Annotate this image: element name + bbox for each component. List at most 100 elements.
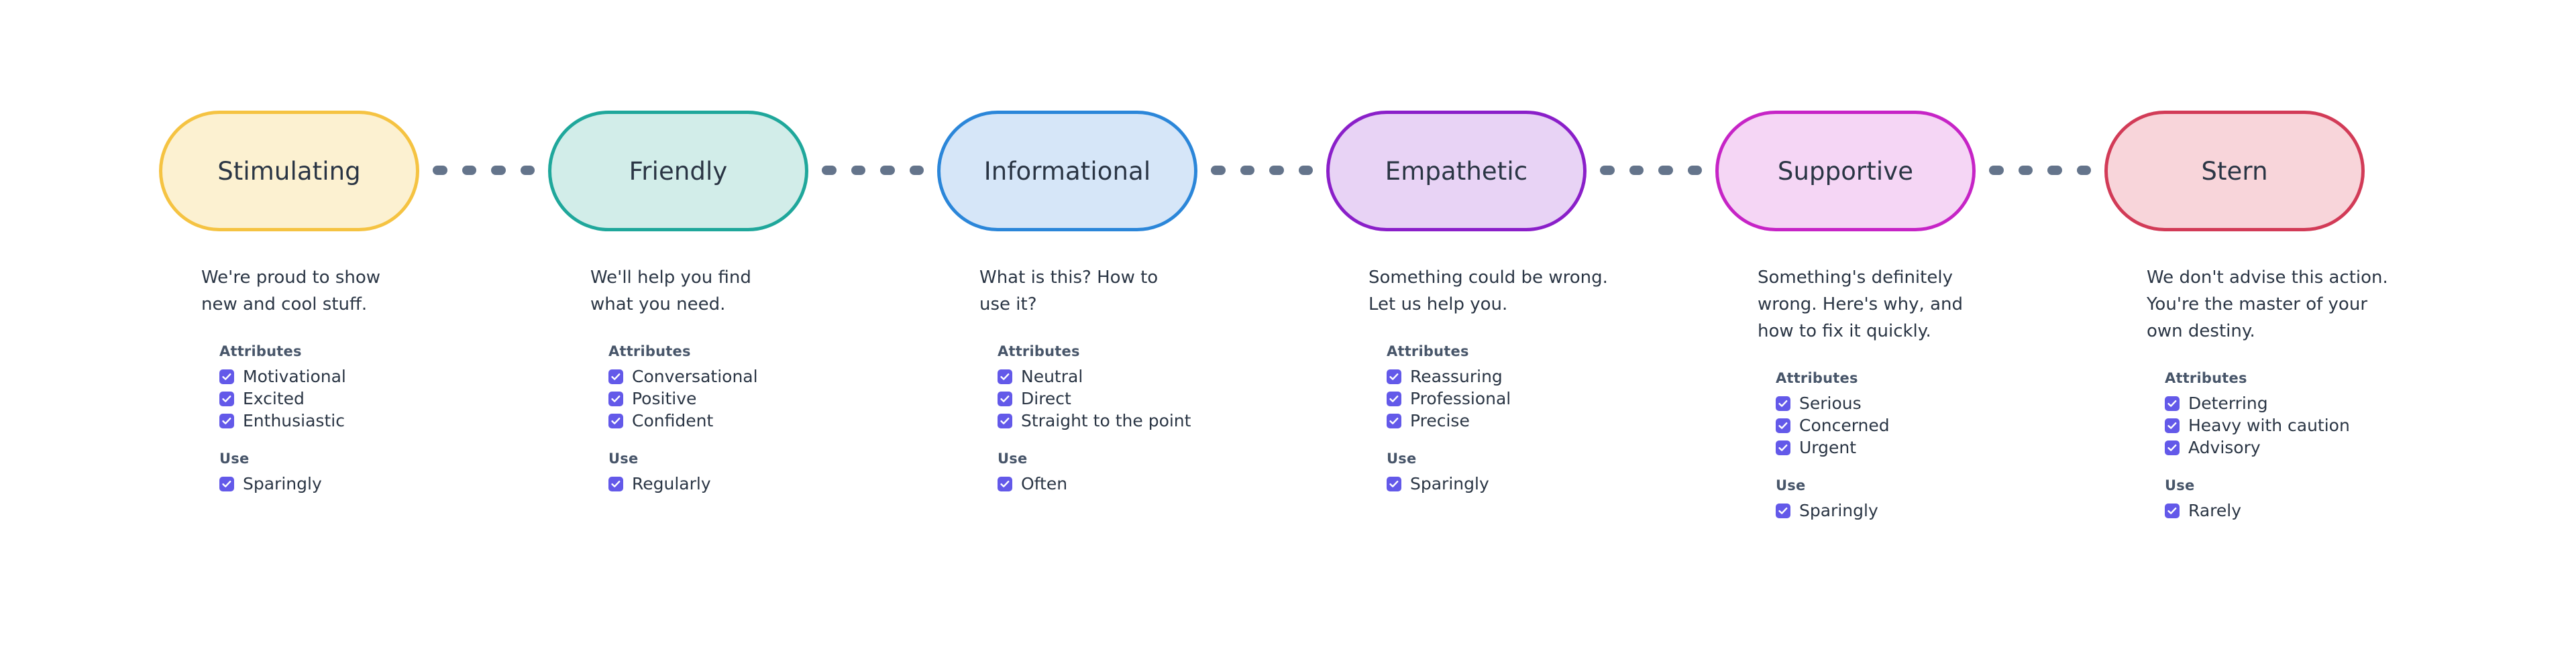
checkbox-row[interactable]: Professional [1387, 388, 1668, 410]
checkmark-icon[interactable] [608, 413, 623, 428]
check-glyph [2167, 422, 2177, 429]
tone-description: Something could be wrong. Let us help yo… [1368, 268, 1608, 314]
checkmark-icon[interactable] [1776, 440, 1790, 455]
checkmark-icon[interactable] [2165, 418, 2180, 433]
checkmark-icon[interactable] [1387, 413, 1401, 428]
checkbox-label: Regularly [632, 474, 711, 493]
connector-dash [520, 166, 535, 175]
checkmark-icon[interactable] [2165, 440, 2180, 455]
checkmark-icon[interactable] [2165, 396, 2180, 411]
checkbox-label: Often [1021, 474, 1068, 493]
checkbox-row[interactable]: Reassuring [1387, 365, 1668, 388]
checkmark-icon[interactable] [608, 391, 623, 406]
checkmark-icon[interactable] [998, 476, 1012, 491]
connector-dash [433, 166, 447, 175]
checkmark-icon[interactable] [1776, 418, 1790, 433]
tone-description: What is this? How to use it? [979, 268, 1159, 314]
checkbox-row[interactable]: Sparingly [1387, 473, 1668, 495]
checkmark-icon[interactable] [1387, 369, 1401, 384]
checkmark-icon[interactable] [219, 476, 234, 491]
checkmark-icon[interactable] [998, 413, 1012, 428]
checkmark-icon[interactable] [219, 391, 234, 406]
connector-dash [1687, 166, 1702, 175]
checkbox-label: Positive [632, 389, 697, 408]
check-glyph [2167, 507, 2177, 514]
connector-dash [491, 166, 506, 175]
checkbox-row[interactable]: Positive [608, 388, 890, 410]
use-heading: Use [219, 451, 250, 467]
checkbox-row[interactable]: Often [998, 473, 1279, 495]
checkbox-row[interactable]: Sparingly [1776, 499, 2057, 522]
tone-pill[interactable]: Informational [937, 111, 1197, 231]
checkmark-icon[interactable] [1776, 396, 1790, 411]
connector-dash [2076, 166, 2091, 175]
checkbox-row[interactable]: Excited [219, 388, 501, 410]
checkbox-row[interactable]: Confident [608, 410, 890, 432]
attributes-heading: Attributes [219, 343, 302, 359]
checkbox-label: Conversational [632, 367, 758, 386]
checkbox-row[interactable]: Heavy with caution [2165, 414, 2447, 436]
checkbox-label: Neutral [1021, 367, 1083, 386]
check-glyph [1389, 395, 1399, 402]
checkbox-row[interactable]: Regularly [608, 473, 890, 495]
checkmark-icon[interactable] [1776, 503, 1790, 518]
use-heading: Use [2165, 477, 2195, 493]
checkbox-row[interactable]: Urgent [1776, 436, 2057, 459]
connector-dash [1211, 166, 1226, 175]
checkbox-row[interactable]: Sparingly [219, 473, 501, 495]
checkmark-icon[interactable] [219, 369, 234, 384]
checkmark-icon[interactable] [608, 476, 623, 491]
checkbox-row[interactable]: Neutral [998, 365, 1279, 388]
connector-dash [822, 166, 837, 175]
checkbox-label: Confident [632, 411, 714, 430]
checkmark-icon[interactable] [998, 391, 1012, 406]
checkbox-label: Advisory [2188, 438, 2261, 457]
checkmark-icon[interactable] [998, 369, 1012, 384]
checkbox-row[interactable]: Precise [1387, 410, 1668, 432]
checkmark-icon[interactable] [1387, 391, 1401, 406]
attributes-heading: Attributes [608, 343, 691, 359]
connector-dash [1629, 166, 1644, 175]
tone-pill[interactable]: Stern [2104, 111, 2365, 231]
connector-dash [2047, 166, 2062, 175]
checkmark-icon[interactable] [1387, 476, 1401, 491]
checkbox-row[interactable]: Rarely [2165, 499, 2447, 522]
checkbox-row[interactable]: Direct [998, 388, 1279, 410]
check-glyph [611, 395, 621, 402]
tone-description: We're proud to show new and cool stuff. [201, 268, 381, 314]
tone-pill[interactable]: Supportive [1715, 111, 1976, 231]
checkmark-icon[interactable] [608, 369, 623, 384]
check-glyph [1000, 373, 1010, 380]
checkbox-label: Motivational [243, 367, 346, 386]
checkbox-label: Straight to the point [1021, 411, 1191, 430]
connector-dash [1298, 166, 1313, 175]
checkbox-row[interactable]: Advisory [2165, 436, 2447, 459]
checkbox-row[interactable]: Conversational [608, 365, 890, 388]
checkbox-row[interactable]: Motivational [219, 365, 501, 388]
checkbox-row[interactable]: Straight to the point [998, 410, 1279, 432]
checkbox-row[interactable]: Enthusiastic [219, 410, 501, 432]
tone-pill[interactable]: Stimulating [159, 111, 419, 231]
tone-name: Stern [2201, 156, 2268, 186]
tone-pill[interactable]: Empathetic [1326, 111, 1587, 231]
checkbox-row[interactable]: Deterring [2165, 392, 2447, 414]
checkmark-icon[interactable] [219, 413, 234, 428]
checkmark-icon[interactable] [2165, 503, 2180, 518]
checkbox-row[interactable]: Serious [1776, 392, 2057, 414]
tone-pill[interactable]: Friendly [548, 111, 808, 231]
check-glyph [1389, 480, 1399, 487]
connector-dash [851, 166, 865, 175]
checkbox-row[interactable]: Concerned [1776, 414, 2057, 436]
connector-dash [2018, 166, 2033, 175]
use-heading: Use [1776, 477, 1806, 493]
check-glyph [1778, 444, 1788, 451]
checkbox-label: Rarely [2188, 501, 2241, 520]
attributes-heading: Attributes [998, 343, 1080, 359]
connector-dash [462, 166, 476, 175]
check-glyph [222, 480, 231, 487]
